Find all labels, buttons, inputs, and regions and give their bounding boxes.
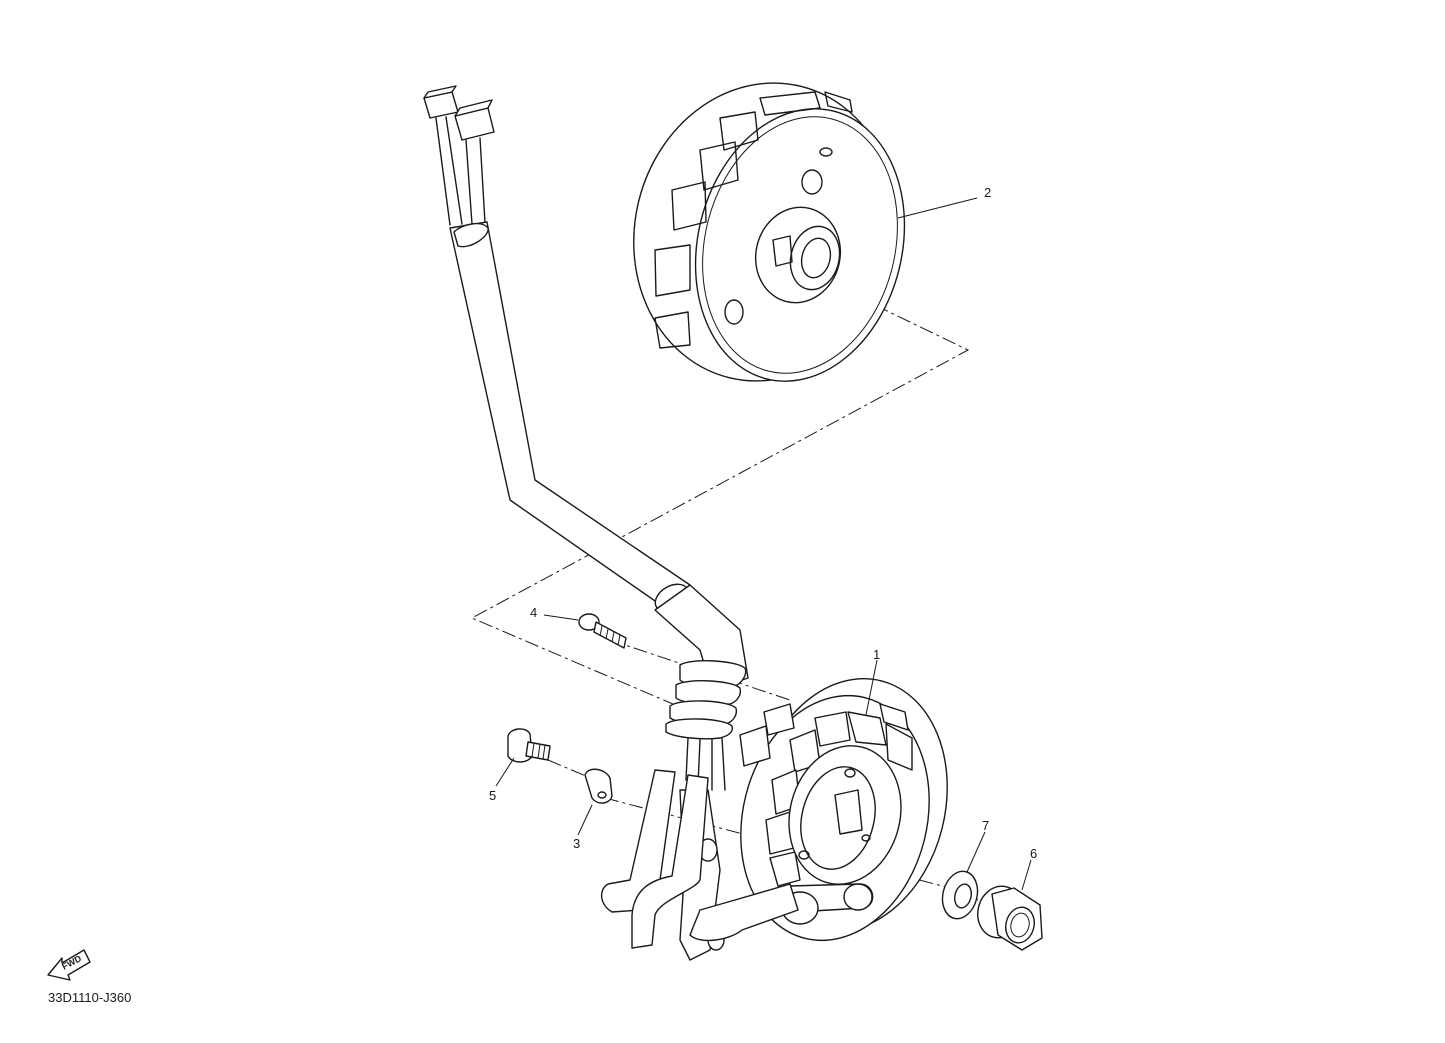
callout-5: 5 bbox=[489, 788, 496, 803]
callout-2: 2 bbox=[984, 185, 991, 200]
rotor-assembly[interactable] bbox=[603, 55, 933, 409]
callout-6: 6 bbox=[1030, 846, 1037, 861]
nut-part-6[interactable] bbox=[972, 881, 1043, 951]
callout-3: 3 bbox=[573, 836, 580, 851]
stator-assembly[interactable] bbox=[601, 658, 974, 961]
callout-4: 4 bbox=[530, 605, 537, 620]
wire-harness[interactable] bbox=[423, 85, 749, 791]
callout-1: 1 bbox=[873, 647, 880, 662]
rotor-magnet-windows bbox=[654, 91, 853, 349]
callout-7: 7 bbox=[982, 818, 989, 833]
leader-lines bbox=[495, 197, 1032, 891]
washer-part-7[interactable] bbox=[938, 868, 983, 923]
stator-coils bbox=[739, 703, 913, 887]
bolt-part-5[interactable] bbox=[507, 728, 551, 763]
clamp-part-3[interactable] bbox=[584, 768, 613, 804]
screw-part-4[interactable] bbox=[578, 613, 627, 649]
fwd-arrow-icon: FWD bbox=[47, 949, 91, 981]
drawing-code: 33D1110-J360 bbox=[48, 990, 131, 1005]
